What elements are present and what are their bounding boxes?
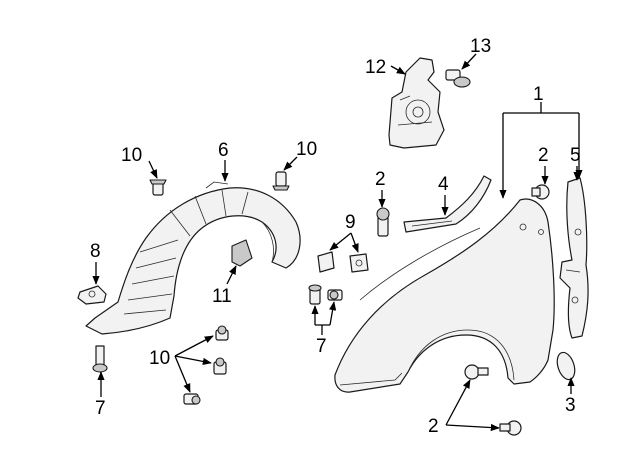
callout-10-top-right: 10 [296,139,317,160]
fender [334,198,555,393]
callout-10-lower: 10 [149,348,170,369]
liner-clip [231,239,253,267]
bolt-2-right [531,184,550,200]
callout-6: 6 [218,140,229,161]
clip-7-center-a [308,284,322,305]
bolt-2-lower-a [464,364,489,380]
nut-9-a [317,251,335,273]
push-clip-10-lower-2 [213,357,227,375]
callout-9: 9 [345,212,356,233]
callouts: 1 2 2 2 3 4 5 6 7 7 8 9 10 10 10 11 12 1… [90,36,581,437]
leader-lines [92,53,583,432]
callout-2-lower: 2 [428,416,439,437]
callout-2-center: 2 [375,169,386,190]
callout-11: 11 [212,286,232,307]
bolt-2-center [376,207,390,237]
callout-10-top-left: 10 [121,145,142,166]
callout-8: 8 [90,241,101,262]
nut-9-b [349,253,369,273]
screw-13 [445,69,471,88]
push-clip-10-top-left [149,179,167,196]
splash-shield [388,57,445,149]
clip-7-left [92,345,108,373]
callout-2-right: 2 [538,145,549,166]
clip-nut [77,285,107,305]
clip-7-center-b [327,289,343,301]
fender-bracket [403,175,492,233]
callout-5: 5 [570,145,581,166]
fender-brace [559,177,589,339]
callout-7-left: 7 [95,398,106,419]
push-clip-10-lower-1 [215,325,229,341]
fender-liner [85,181,301,335]
push-clip-10-top-right [272,171,290,191]
cap [556,351,576,381]
callout-7-center: 7 [316,336,327,357]
callout-13: 13 [470,36,491,57]
callout-12: 12 [365,57,386,78]
bolt-2-lower-b [499,420,522,436]
push-clip-10-lower-3 [183,393,201,405]
fasteners [92,69,550,436]
callout-4: 4 [438,174,449,195]
callout-3: 3 [565,395,576,416]
callout-1: 1 [533,84,544,105]
